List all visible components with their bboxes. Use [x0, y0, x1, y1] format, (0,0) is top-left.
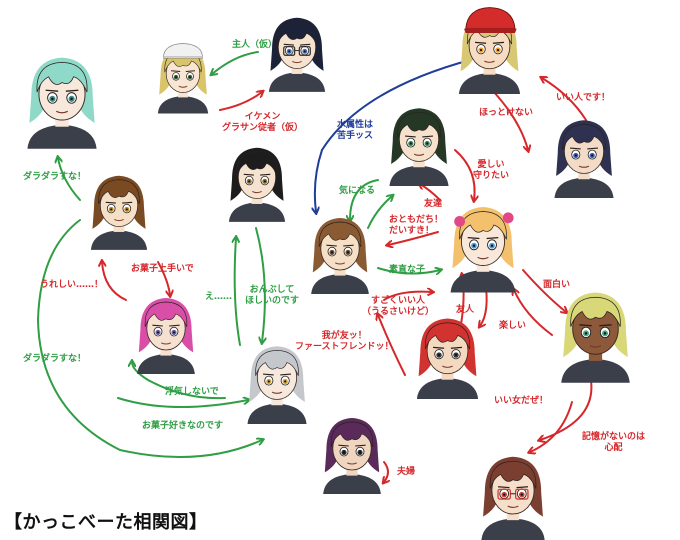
label-good-person: いい人です！ [556, 93, 611, 103]
label-happy: うれしい……！ [40, 280, 104, 290]
a-blonde-to-braid [420, 184, 441, 201]
label-water-weak: 水属性は苦手ッス [337, 120, 374, 141]
label-lazy-1: ダラダラすな！ [23, 172, 87, 182]
label-leave-alone: ほっとけない [479, 108, 534, 118]
a-maid-to-glasses [219, 92, 262, 111]
a-braid-to-protagonist [350, 179, 379, 220]
character-tan-girl [548, 283, 643, 383]
label-love-protect: 愛しい守りたい [473, 160, 510, 181]
label-curious: 気になる [339, 186, 376, 196]
label-couple: 夫婦 [397, 467, 416, 477]
character-maid [148, 40, 218, 114]
character-red-boy [405, 310, 490, 400]
label-interesting: 面白い [543, 280, 571, 290]
character-purple-boy [312, 410, 392, 494]
a-silver-to-blackhair [235, 238, 241, 346]
label-great-person: すごくいい人（うるさいけど） [362, 296, 435, 317]
character-black-hair-boy [218, 140, 296, 222]
a-goggles-to-tan [530, 401, 573, 452]
a-redboy-to-protagonist [378, 315, 406, 376]
a-silver-snack [117, 398, 248, 408]
character-pink-girl [126, 290, 206, 374]
label-no-cheating: 浮気しないで [165, 387, 219, 397]
a-dark-to-cap [542, 78, 587, 121]
label-memory-worry: 記憶がないのは心配 [582, 432, 646, 453]
a-tan-to-goggles [540, 374, 593, 440]
label-friend-2: 友人 [456, 305, 475, 315]
chart-title: 【かっこべーた相関図】 [4, 512, 208, 533]
a-brown-to-pink [157, 261, 170, 295]
a-cap-to-protagonist [315, 59, 471, 212]
label-honest: 素直な子 [389, 265, 426, 275]
label-snack-love: お菓子好きなのです [142, 421, 224, 431]
a-blonde-to-tan [522, 269, 566, 312]
character-protagonist [300, 210, 380, 294]
character-silver-girl [236, 338, 318, 425]
a-pink-to-brown [102, 262, 127, 301]
character-braid-girl [378, 100, 460, 187]
label-eh: え…… [205, 292, 233, 302]
character-brown-boy [80, 168, 158, 250]
a-long-lazy [36, 219, 262, 459]
label-snack-good: お菓子上手いで [131, 264, 194, 274]
a-cap-to-dark [491, 89, 528, 150]
label-master: 主人（仮） [232, 40, 278, 50]
label-servant: イケメングラサン従者（仮） [222, 112, 304, 133]
character-blonde-girl [438, 198, 528, 293]
a-silver-to-pink [132, 362, 226, 400]
a-glasses-to-maid [212, 51, 259, 74]
label-piggyback: おんぶしてほしいのです [245, 285, 300, 306]
label-good-woman: いい女だぜ！ [494, 396, 549, 406]
a-brown-to-aqua [58, 158, 81, 201]
label-friends-love: おともだち！だいすき！ [389, 215, 444, 236]
a-protagonist-to-braid [367, 196, 392, 229]
a-tan-to-blonde [514, 290, 553, 336]
a-protagonist-to-blonde [377, 268, 440, 274]
character-cap-boy [447, 5, 532, 95]
character-goggles-girl [469, 448, 557, 540]
character-dark-boy [543, 112, 625, 199]
a-blonde-to-protagonist [388, 231, 439, 245]
character-glasses-boy [258, 10, 336, 92]
label-lazy-2: ダラダラすな！ [23, 354, 87, 364]
label-first-friend: 我が友ッ！ファーストフレンドッ！ [295, 331, 394, 352]
a-great-person [383, 292, 432, 301]
label-fun: 楽しい [499, 321, 527, 331]
a-braid-to-blonde [454, 149, 475, 200]
a-blackhair-to-silver [255, 227, 265, 342]
label-friend-1: 友達 [424, 199, 443, 209]
character-aqua-girl [14, 48, 110, 149]
a-couple [384, 461, 388, 482]
